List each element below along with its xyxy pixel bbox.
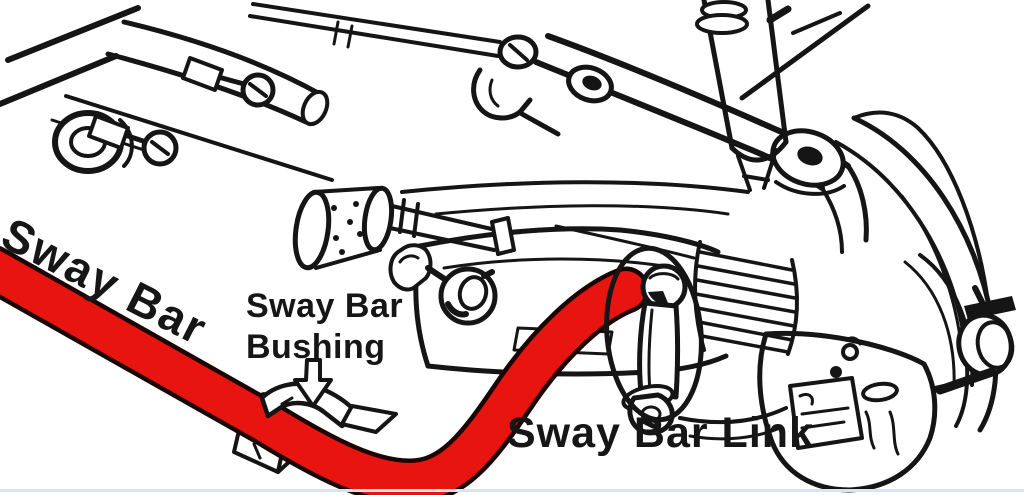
bushing-label-line1: Sway Bar: [246, 287, 404, 325]
sway-bar-highlight: [0, 246, 650, 495]
bushing-label-line2: Bushing: [246, 328, 386, 367]
bottom-divider: [0, 489, 1024, 492]
upper-control-arm: [533, 33, 869, 254]
sway-bar-bushing-label: Sway Bar Bushing: [246, 286, 403, 369]
sway-bar-link: [604, 245, 704, 436]
down-arrow-icon: [293, 358, 333, 408]
tie-rod: [248, 2, 561, 137]
link-circle-marker: [604, 245, 704, 423]
frame-rail-lines: [739, 3, 871, 101]
knuckle-caliper: [757, 330, 938, 493]
shock-absorber: [695, 0, 789, 192]
bushing-bracket-saddle: [259, 381, 398, 434]
upper-left-control-arm: [0, 5, 334, 182]
sway-bar-link-label: Sway Bar Link: [507, 409, 814, 457]
arm-bushing-and-bolt: [292, 185, 516, 326]
